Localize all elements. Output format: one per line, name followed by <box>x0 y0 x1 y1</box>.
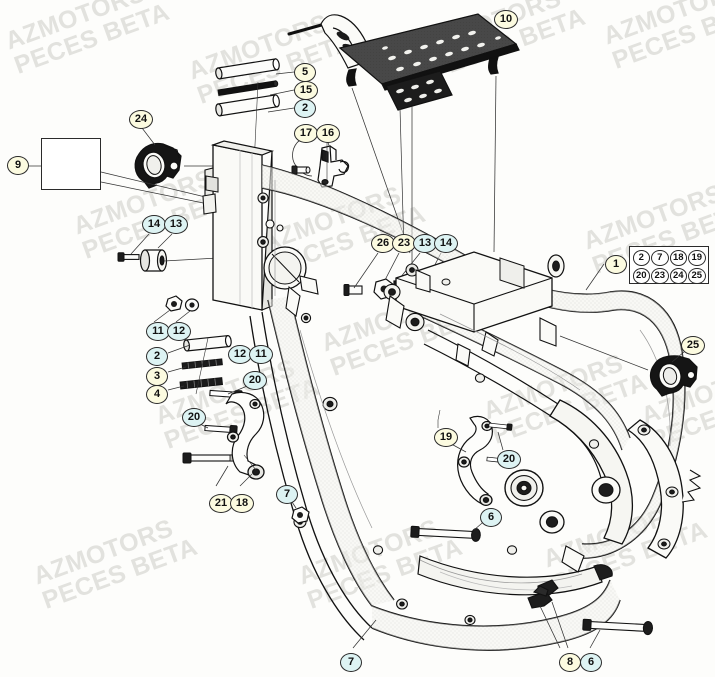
part-8-plate-bracket <box>527 585 553 609</box>
callout-15[interactable]: 15 <box>294 81 318 100</box>
legend-item-24[interactable]: 24 <box>669 268 687 284</box>
callout-14[interactable]: 14 <box>142 215 166 234</box>
callout-24[interactable]: 24 <box>129 110 153 129</box>
clamp25-leader-lines <box>559 335 685 371</box>
frame-head-tube <box>263 246 307 290</box>
callout-5[interactable]: 5 <box>294 63 316 82</box>
part-17-clip <box>291 139 313 177</box>
sleeve-leader-lines <box>167 337 209 395</box>
callout-11[interactable]: 11 <box>146 322 170 341</box>
callout-19[interactable]: 19 <box>434 428 458 447</box>
callout-20[interactable]: 20 <box>497 450 521 469</box>
frame-gussets <box>285 269 585 573</box>
part-24-clamp <box>134 142 182 189</box>
callout-25[interactable]: 25 <box>681 336 705 355</box>
legend-item-20[interactable]: 20 <box>632 268 650 284</box>
callout-4[interactable]: 4 <box>146 385 168 404</box>
callout-3[interactable]: 3 <box>146 367 168 386</box>
callout-20[interactable]: 20 <box>243 371 267 390</box>
part-7-nut-mid <box>291 506 310 524</box>
part-13-spacer-left <box>139 249 168 272</box>
part-16-bracket <box>317 145 350 188</box>
frame-pivot-lower <box>539 510 565 534</box>
frame-swingarm-pivot <box>504 469 544 507</box>
part-15-seal <box>217 80 279 97</box>
callout-17[interactable]: 17 <box>294 124 318 143</box>
part-4-spring-washer <box>179 377 223 390</box>
part-2-bushing <box>215 94 280 117</box>
callout-6[interactable]: 6 <box>480 508 502 527</box>
callout-16[interactable]: 16 <box>316 124 340 143</box>
callout-23[interactable]: 23 <box>392 234 416 253</box>
part-12-washer-left <box>184 298 200 312</box>
legend-item-2[interactable]: 2 <box>632 250 650 266</box>
lock-leader-lines <box>29 165 219 207</box>
callout-7[interactable]: 7 <box>340 653 362 672</box>
part-19-engine-bracket <box>457 415 493 507</box>
part-11-nut-left <box>165 295 183 312</box>
part-25-hose-clamp <box>649 355 698 397</box>
part-10-footrest <box>287 13 520 111</box>
callout-6[interactable]: 6 <box>580 653 602 672</box>
nut11-leader-lines <box>153 309 191 323</box>
callout-1[interactable]: 1 <box>605 255 627 274</box>
legend-item-23[interactable]: 23 <box>651 268 669 284</box>
legend-item-19[interactable]: 19 <box>688 250 706 266</box>
callout-9[interactable]: 9 <box>7 156 29 175</box>
lock-and-key-inset <box>41 138 101 190</box>
callout-2[interactable]: 2 <box>294 99 316 118</box>
part-18-stand-bracket <box>225 391 265 480</box>
callout-20[interactable]: 20 <box>182 408 206 427</box>
callout-11[interactable]: 11 <box>249 345 273 364</box>
legend-item-18[interactable]: 18 <box>669 250 687 266</box>
bolt13-leader-lines <box>130 233 219 262</box>
frame-shock-mount <box>395 251 565 333</box>
frame-bosses <box>257 192 600 626</box>
part-26-pivot-pin <box>343 284 363 296</box>
plate8-leader-lines <box>539 605 561 649</box>
part-14-bolt-left <box>117 252 140 262</box>
callout-13[interactable]: 13 <box>164 215 188 234</box>
part-1-frame-assembly <box>202 140 702 651</box>
frame-rear-plate <box>626 419 702 559</box>
callout-10[interactable]: 10 <box>494 10 518 29</box>
callout-12[interactable]: 12 <box>167 322 191 341</box>
part-6-bolt-mid <box>410 525 481 542</box>
frame-leader-line <box>585 263 605 291</box>
callout-2[interactable]: 2 <box>146 347 168 366</box>
callout-14[interactable]: 14 <box>434 234 458 253</box>
part-5-spacer <box>215 58 280 80</box>
frame-pivot-right <box>591 476 621 504</box>
part-6-bolt-bottom <box>582 618 654 636</box>
callout-8[interactable]: 8 <box>559 653 581 672</box>
part-2b-sleeve <box>183 334 232 352</box>
legend-item-25[interactable]: 25 <box>688 268 706 284</box>
legend-item-7[interactable]: 7 <box>651 250 669 266</box>
hanger-leader-lines <box>399 107 405 253</box>
frame-headstock <box>202 140 275 311</box>
callout-7[interactable]: 7 <box>276 485 298 504</box>
callout-18[interactable]: 18 <box>230 494 254 513</box>
